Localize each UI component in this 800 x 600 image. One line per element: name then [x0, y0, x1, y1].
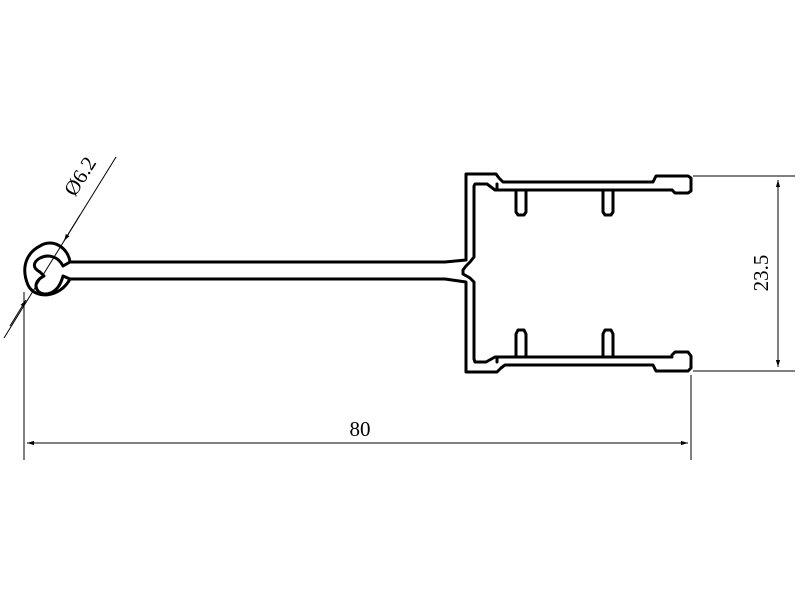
profile-outline	[23, 172, 693, 374]
profile-outer-contour	[23, 172, 693, 374]
diameter-leader-line	[3, 156, 117, 339]
top-fin-right	[601, 188, 615, 217]
diameter-arrow-top	[63, 214, 81, 242]
dimension-lines	[3, 156, 795, 460]
top-fin-left	[514, 188, 528, 217]
bottom-fin-right	[601, 328, 615, 359]
diameter-dimension-label: Ø6.2	[59, 152, 101, 200]
length-dimension-label: 80	[350, 417, 371, 441]
profile-inner-contour	[461, 182, 674, 364]
diameter-arrow-bottom	[9, 299, 27, 327]
height-dimension-label: 23.5	[749, 255, 773, 292]
c-hook-inner	[32, 254, 72, 296]
bottom-fin-left	[514, 328, 528, 359]
